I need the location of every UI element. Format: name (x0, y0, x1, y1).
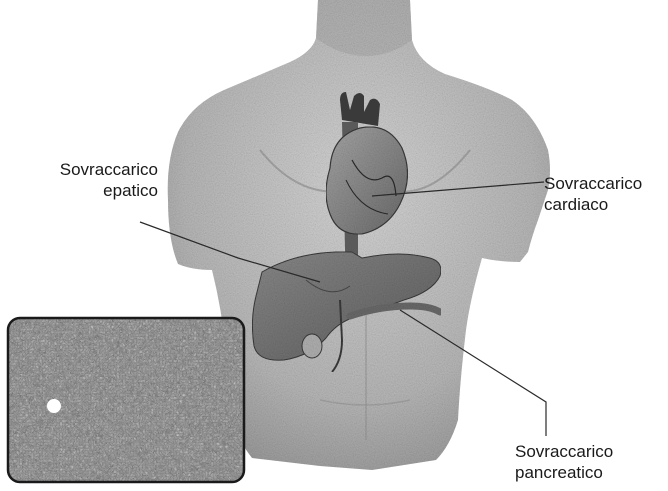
label-hepatic-line2: epatico (30, 180, 158, 201)
label-pancreatic-overload: Sovraccarico pancreatico (515, 441, 613, 483)
label-cardiac-line1: Sovraccarico (544, 173, 642, 194)
label-hepatic-line1: Sovraccarico (30, 159, 158, 180)
label-pancreatic-line2: pancreatico (515, 462, 613, 483)
label-hepatic-overload: Sovraccarico epatico (30, 159, 158, 201)
label-cardiac-overload: Sovraccarico cardiaco (544, 173, 642, 215)
label-pancreatic-line1: Sovraccarico (515, 441, 613, 462)
histology-inset (8, 318, 244, 482)
label-cardiac-line2: cardiaco (544, 194, 642, 215)
